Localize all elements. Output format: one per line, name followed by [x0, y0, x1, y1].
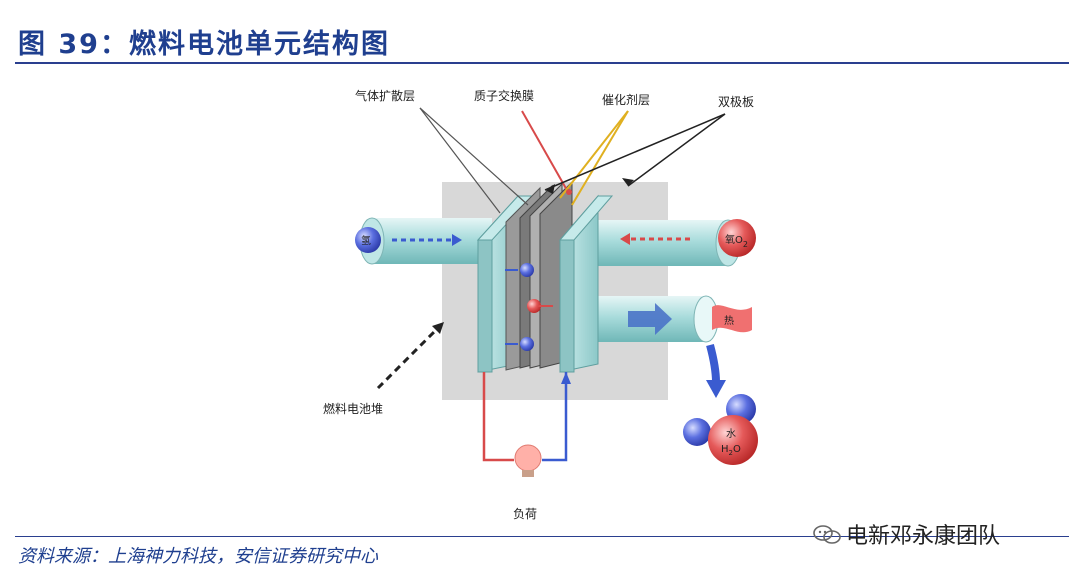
exhaust-pipe [596, 295, 719, 343]
label-fuel-cell-stack: 燃料电池堆 [323, 401, 383, 416]
heat-flag-icon [712, 305, 752, 333]
proton-icon [520, 337, 534, 351]
watermark-text: 电新邓永康团队 [846, 524, 1001, 549]
watermark: 电新邓永康团队 [812, 518, 1000, 550]
stack-pointer [376, 326, 440, 390]
water-label: 水 [726, 428, 736, 440]
lightbulb-icon [514, 444, 542, 477]
wechat-icon [813, 525, 841, 544]
label-load: 负荷 [513, 507, 537, 521]
title-divider [15, 62, 1069, 64]
label-catalyst-layer: 催化剂层 [602, 92, 650, 107]
label-gas-diffusion-layer: 气体扩散层 [355, 88, 415, 103]
hydrogen-label: 氢 [361, 234, 371, 247]
label-proton-exchange-membrane: 质子交换膜 [474, 88, 534, 103]
source-note: 资料来源：上海神力科技，安信证券研究中心 [18, 546, 378, 567]
source-divider [15, 536, 1069, 537]
label-bipolar-plate: 双极板 [718, 95, 754, 109]
pointer-lines [419, 107, 726, 214]
heat-label: 热 [724, 314, 734, 327]
water-formula: H2O [721, 444, 741, 457]
water-flow-arrow [706, 343, 720, 383]
page-title: 图 39：燃料电池单元结构图 [18, 29, 390, 60]
proton-icon [520, 263, 534, 277]
oxygen-molecule-icon [718, 219, 756, 257]
oxygen-label: 氧O2 [725, 233, 748, 249]
water-molecule-icon [683, 394, 758, 465]
oxygen-inlet-pipe [598, 219, 741, 267]
proton-icon [527, 299, 541, 313]
external-circuit [482, 372, 571, 462]
hydrogen-molecule-icon [355, 227, 381, 253]
